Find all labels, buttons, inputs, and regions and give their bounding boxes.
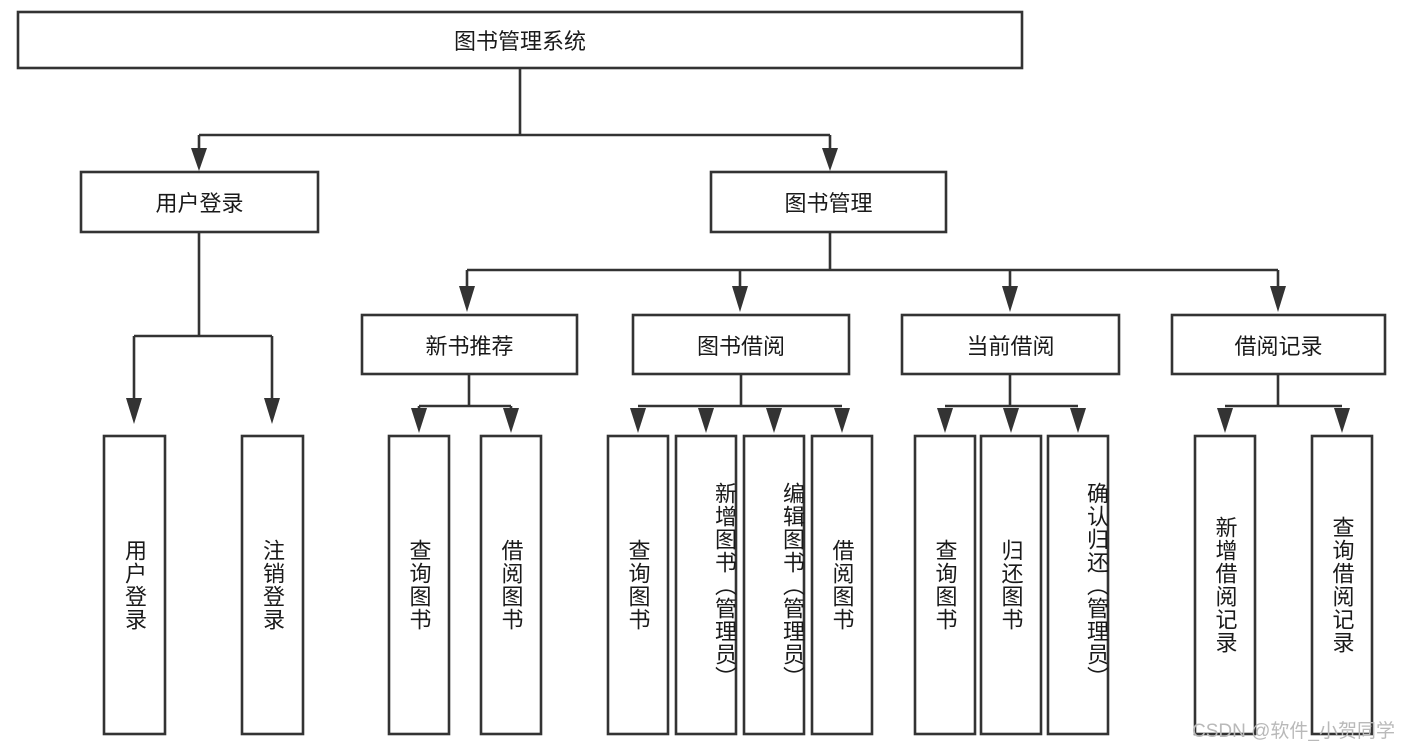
node-box-leaf-3[interactable] — [387, 434, 451, 736]
arrow-to-leaf-7 — [766, 408, 782, 433]
arrow-to-current-borrow — [1002, 286, 1018, 312]
node-box-book-manage[interactable] — [709, 170, 948, 234]
node-box-user-login[interactable] — [79, 170, 320, 234]
arrow-to-book-manage — [822, 148, 838, 171]
node-box-leaf-5[interactable] — [606, 434, 670, 736]
arrow-to-user-login — [191, 148, 207, 171]
arrow-to-book-borrow — [732, 286, 748, 312]
arrow-to-leaf-10 — [1003, 408, 1019, 433]
arrow-to-leaf-13 — [1334, 408, 1350, 433]
arrow-to-leaf-6 — [698, 408, 714, 433]
arrow-to-new-book-rec — [459, 286, 475, 312]
node-box-leaf-1[interactable] — [102, 434, 167, 736]
node-boxes — [16, 10, 1387, 736]
node-box-leaf-13[interactable] — [1310, 434, 1374, 736]
node-box-borrow-record[interactable] — [1170, 313, 1387, 376]
node-box-root[interactable] — [16, 10, 1024, 70]
arrow-to-borrow-record — [1270, 286, 1286, 312]
node-box-leaf-8[interactable] — [810, 434, 874, 736]
arrow-to-leaf-4 — [503, 408, 519, 433]
node-box-leaf-6[interactable] — [674, 434, 738, 736]
connectors — [126, 68, 1350, 433]
node-box-leaf-4[interactable] — [479, 434, 543, 736]
node-box-leaf-11[interactable] — [1046, 434, 1110, 736]
node-box-leaf-12[interactable] — [1193, 434, 1257, 736]
arrow-to-leaf-2 — [264, 398, 280, 424]
arrow-to-leaf-3 — [411, 408, 427, 433]
node-box-current-borrow[interactable] — [900, 313, 1121, 376]
arrow-to-leaf-8 — [834, 408, 850, 433]
node-box-leaf-2[interactable] — [240, 434, 305, 736]
node-box-leaf-7[interactable] — [742, 434, 806, 736]
arrow-to-leaf-9 — [937, 408, 953, 433]
arrow-to-leaf-1 — [126, 398, 142, 424]
arrow-to-leaf-5 — [630, 408, 646, 433]
node-box-leaf-10[interactable] — [979, 434, 1043, 736]
node-box-new-book-rec[interactable] — [360, 313, 579, 376]
node-box-leaf-9[interactable] — [913, 434, 977, 736]
arrow-to-leaf-12 — [1217, 408, 1233, 433]
node-box-book-borrow[interactable] — [631, 313, 851, 376]
arrow-to-leaf-11 — [1070, 408, 1086, 433]
